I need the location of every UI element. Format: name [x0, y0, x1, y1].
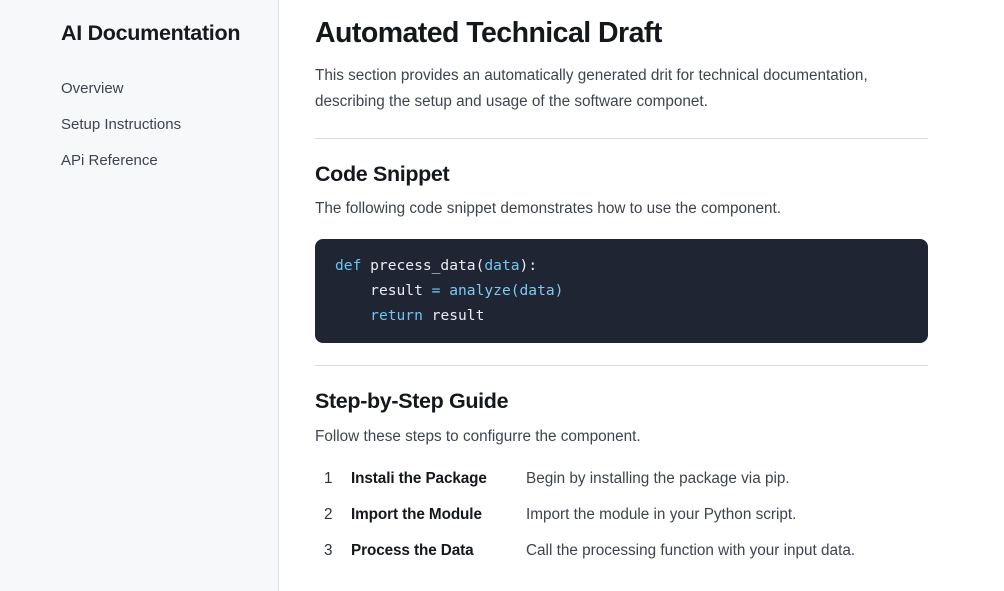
code-token-parameter: data: [484, 256, 520, 274]
sidebar-item-overview[interactable]: Overview: [61, 79, 124, 97]
step-description: Import the module in your Python script.: [526, 506, 797, 524]
code-block[interactable]: def precess_data(data): result = analyze…: [315, 238, 928, 343]
code-snippet-heading: Code Snippet: [315, 161, 450, 186]
code-indent-line2: [335, 282, 370, 299]
code-content: def precess_data(data): result = analyze…: [335, 253, 908, 328]
table-row: 1 Instali the Package Begin by installin…: [315, 470, 928, 506]
step-number: 3: [324, 542, 333, 560]
code-token-return-value: result: [422, 306, 485, 324]
step-description: Begin by installing the package via pip.: [526, 470, 790, 488]
code-token-result-var: result: [370, 281, 423, 299]
step-by-step-heading: Step-by-Step Guide: [315, 388, 509, 413]
code-token-colon: ):: [519, 256, 538, 274]
step-title: Import the Module: [351, 506, 482, 524]
page-title: Automated Technical Draft: [315, 17, 662, 49]
sidebar-title: AI Documentation: [61, 21, 241, 45]
sidebar: AI Documentation Overview Setup Instruct…: [0, 0, 279, 591]
step-description: Call the processing function with your i…: [526, 542, 856, 560]
step-title: Instali the Package: [351, 470, 487, 488]
code-token-assign-operator: =: [422, 281, 450, 299]
step-number: 2: [324, 506, 333, 524]
code-token-return-keyword: return: [370, 306, 423, 324]
sidebar-item-setup-instructions[interactable]: Setup Instructions: [61, 115, 182, 133]
sidebar-item-api-reference[interactable]: APi Reference: [61, 151, 158, 169]
page-intro-paragraph: This section provides an automatically g…: [315, 66, 868, 111]
table-row: 3 Process the Data Call the processing f…: [315, 542, 928, 578]
code-token-def-keyword: def: [335, 256, 362, 274]
step-number: 1: [324, 470, 333, 488]
section-divider-2: [315, 364, 928, 366]
step-by-step-subtitle: Follow these steps to configurre the com…: [315, 427, 641, 445]
code-token-analyze-call: analyze(data): [449, 281, 564, 299]
table-row: 2 Import the Module Import the module in…: [315, 506, 928, 542]
code-snippet-subtitle: The following code snippet demonstrates …: [315, 200, 781, 218]
main-content: Automated Technical Draft This section p…: [279, 0, 1004, 591]
code-indent-line3: [335, 307, 370, 324]
code-token-function-name: precess_data(: [361, 256, 485, 274]
steps-table: 1 Instali the Package Begin by installin…: [315, 470, 928, 578]
sidebar-nav: Overview Setup Instructions APi Referenc…: [61, 81, 258, 189]
section-divider-1: [315, 137, 928, 139]
step-title: Process the Data: [351, 542, 474, 560]
